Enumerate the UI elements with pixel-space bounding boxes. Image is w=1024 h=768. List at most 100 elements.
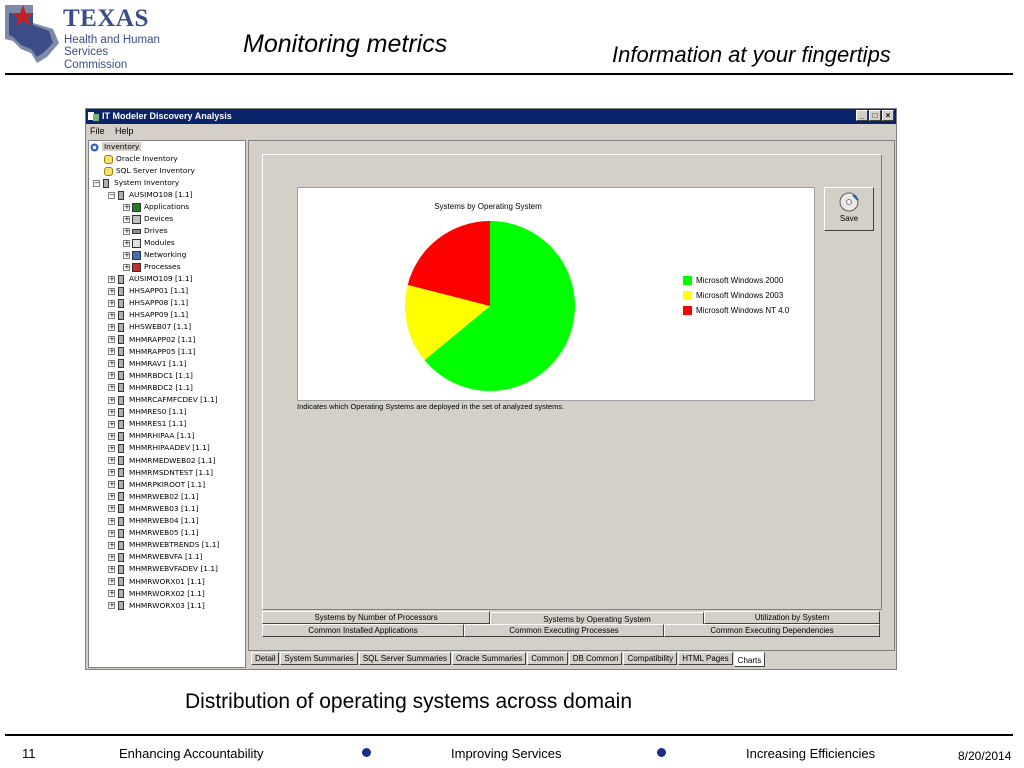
tree-server-expanded[interactable]: −AUSIMO108 [1.1]	[108, 189, 193, 201]
tab-systems-by-processors[interactable]: Systems by Number of Processors	[262, 611, 490, 624]
maximize-button[interactable]: □	[869, 110, 881, 121]
tab-compatibility[interactable]: Compatibility	[623, 652, 678, 665]
tab-sql-server-summaries[interactable]: SQL Server Summaries	[358, 652, 451, 665]
collapse-icon[interactable]: −	[93, 178, 100, 187]
tree-server-label: MHMRCAFMFCDEV [1.1]	[129, 395, 218, 404]
tree-server[interactable]: +MHMRWEBVFA [1.1]	[108, 551, 203, 563]
tree-child-processes[interactable]: +Processes	[123, 261, 180, 273]
menu-file[interactable]: File	[90, 126, 105, 136]
tab-common-executing-processes[interactable]: Common Executing Processes	[464, 624, 664, 637]
save-button[interactable]: Save	[824, 187, 874, 231]
expand-icon[interactable]: +	[123, 226, 130, 235]
tree-server[interactable]: +HHSAPP01 [1.1]	[108, 285, 188, 297]
tree-server[interactable]: +MHMRMSDNTEST [1.1]	[108, 467, 213, 479]
tab-common-executing-dependencies[interactable]: Common Executing Dependencies	[664, 624, 880, 637]
tab-oracle-summaries[interactable]: Oracle Summaries	[451, 652, 527, 665]
tab-utilization-by-system[interactable]: Utilization by System	[704, 611, 880, 624]
expand-icon[interactable]: +	[108, 540, 115, 549]
expand-icon[interactable]: +	[108, 528, 115, 537]
tree-server[interactable]: +MHMRWEBVFADEV [1.1]	[108, 563, 218, 575]
expand-icon[interactable]: +	[108, 419, 115, 428]
server-icon	[118, 371, 124, 381]
tree-server[interactable]: +MHMRWEB02 [1.1]	[108, 491, 198, 503]
tab-system-summaries[interactable]: System Summaries	[280, 652, 358, 665]
expand-icon[interactable]: +	[108, 516, 115, 525]
tree-server[interactable]: +MHMRBDC2 [1.1]	[108, 382, 193, 394]
texas-star-logo-icon	[5, 5, 59, 63]
expand-icon[interactable]: +	[108, 552, 115, 561]
expand-icon[interactable]: +	[108, 383, 115, 392]
expand-icon[interactable]: +	[108, 407, 115, 416]
collapse-icon[interactable]: −	[108, 190, 115, 199]
tree-server[interactable]: +MHMRHIPAADEV [1.1]	[108, 442, 210, 454]
expand-icon[interactable]: +	[108, 589, 115, 598]
tree-server[interactable]: +MHMRWEB05 [1.1]	[108, 527, 198, 539]
tab-html-pages[interactable]: HTML Pages	[678, 652, 733, 665]
tab-common-installed-applications[interactable]: Common Installed Applications	[262, 624, 464, 637]
expand-icon[interactable]: +	[108, 335, 115, 343]
tab-detail[interactable]: Detail	[251, 652, 280, 665]
expand-icon[interactable]: +	[123, 250, 130, 259]
expand-icon[interactable]: +	[108, 564, 115, 573]
tree-system[interactable]: −System Inventory	[93, 177, 179, 189]
expand-icon[interactable]: +	[108, 322, 115, 331]
window-titlebar[interactable]: IT Modeler Discovery Analysis _ □ ×	[86, 109, 896, 124]
menu-help[interactable]: Help	[115, 126, 134, 136]
tree-server[interactable]: +AUSIMO109 [1.1]	[108, 273, 193, 285]
tree-oracle[interactable]: Oracle Inventory	[104, 153, 178, 165]
expand-icon[interactable]: +	[108, 456, 115, 464]
tree-server[interactable]: +MHMRBDC1 [1.1]	[108, 370, 193, 382]
tree-server[interactable]: + MHMRCAFMFCDEV [1.1]	[108, 394, 218, 406]
tree-server[interactable]: +MHMRWEB04 [1.1]	[108, 515, 198, 527]
tree-server[interactable]: +MHMRWORX02 [1.1]	[108, 588, 205, 600]
expand-icon[interactable]: +	[123, 238, 130, 247]
tree-server[interactable]: +MHMRES0 [1.1]	[108, 406, 186, 418]
tree-child-applications[interactable]: +Applications	[123, 201, 189, 213]
tree-child-devices[interactable]: +Devices	[123, 213, 173, 225]
tree-server[interactable]: +HHSAPP08 [1.1]	[108, 297, 188, 309]
close-button[interactable]: ×	[882, 110, 894, 121]
tree-server[interactable]: +MHMRWEB03 [1.1]	[108, 503, 198, 515]
expand-icon[interactable]: +	[108, 347, 115, 356]
expand-icon[interactable]: +	[123, 262, 130, 271]
tab-charts[interactable]: Charts	[733, 652, 766, 667]
tree-server[interactable]: +MHMRHIPAA [1.1]	[108, 430, 194, 442]
expand-icon[interactable]: +	[108, 395, 115, 404]
tab-db-common[interactable]: DB Common	[568, 652, 623, 665]
tree-child-drives[interactable]: +Drives	[123, 225, 168, 237]
tree-child-modules[interactable]: +Modules	[123, 237, 175, 249]
expand-icon[interactable]: +	[108, 577, 115, 585]
expand-icon[interactable]: +	[108, 504, 115, 513]
expand-icon[interactable]: +	[108, 310, 115, 319]
tree-server[interactable]: +MHMRWORX03 [1.1]	[108, 600, 205, 612]
expand-icon[interactable]: +	[108, 359, 115, 368]
tree-server[interactable]: +MHMRAPP05 [1.1]	[108, 346, 195, 358]
tree-server[interactable]: +MHMRMEDWEB02 [1.1]	[108, 455, 216, 467]
tab-common[interactable]: Common	[527, 652, 568, 665]
expand-icon[interactable]: +	[108, 480, 115, 489]
expand-icon[interactable]: +	[108, 601, 115, 610]
tree-server[interactable]: +MHMRPKIROOT [1.1]	[108, 479, 205, 491]
tree-server[interactable]: +HHSWEB07 [1.1]	[108, 321, 191, 333]
tree-root[interactable]: Inventory	[90, 141, 142, 153]
tree-server[interactable]: +MHMRES1 [1.1]	[108, 418, 186, 430]
expand-icon[interactable]: +	[123, 214, 130, 223]
expand-icon[interactable]: +	[108, 286, 115, 295]
expand-icon[interactable]: +	[108, 371, 115, 380]
expand-icon[interactable]: +	[108, 492, 115, 501]
expand-icon[interactable]: +	[108, 298, 115, 307]
tree-sqlserver[interactable]: SQL Server Inventory	[104, 165, 195, 177]
tree-server[interactable]: +MHMRAPP02 [1.1]	[108, 334, 195, 346]
inventory-tree[interactable]: Inventory Oracle Inventory SQL Server In…	[88, 140, 246, 668]
expand-icon[interactable]: +	[108, 468, 115, 477]
tree-server[interactable]: +MHMRWEBTRENDS [1.1]	[108, 539, 219, 551]
expand-icon[interactable]: +	[108, 274, 115, 283]
tree-server[interactable]: +MHMRWORX01 [1.1]	[108, 576, 205, 588]
minimize-button[interactable]: _	[856, 110, 868, 121]
tree-server[interactable]: +HHSAPP09 [1.1]	[108, 309, 188, 321]
tree-server[interactable]: +MHMRAV1 [1.1]	[108, 358, 186, 370]
expand-icon[interactable]: +	[123, 202, 130, 211]
expand-icon[interactable]: +	[108, 443, 115, 452]
expand-icon[interactable]: +	[108, 431, 115, 440]
tree-child-networking[interactable]: +Networking	[123, 249, 186, 261]
